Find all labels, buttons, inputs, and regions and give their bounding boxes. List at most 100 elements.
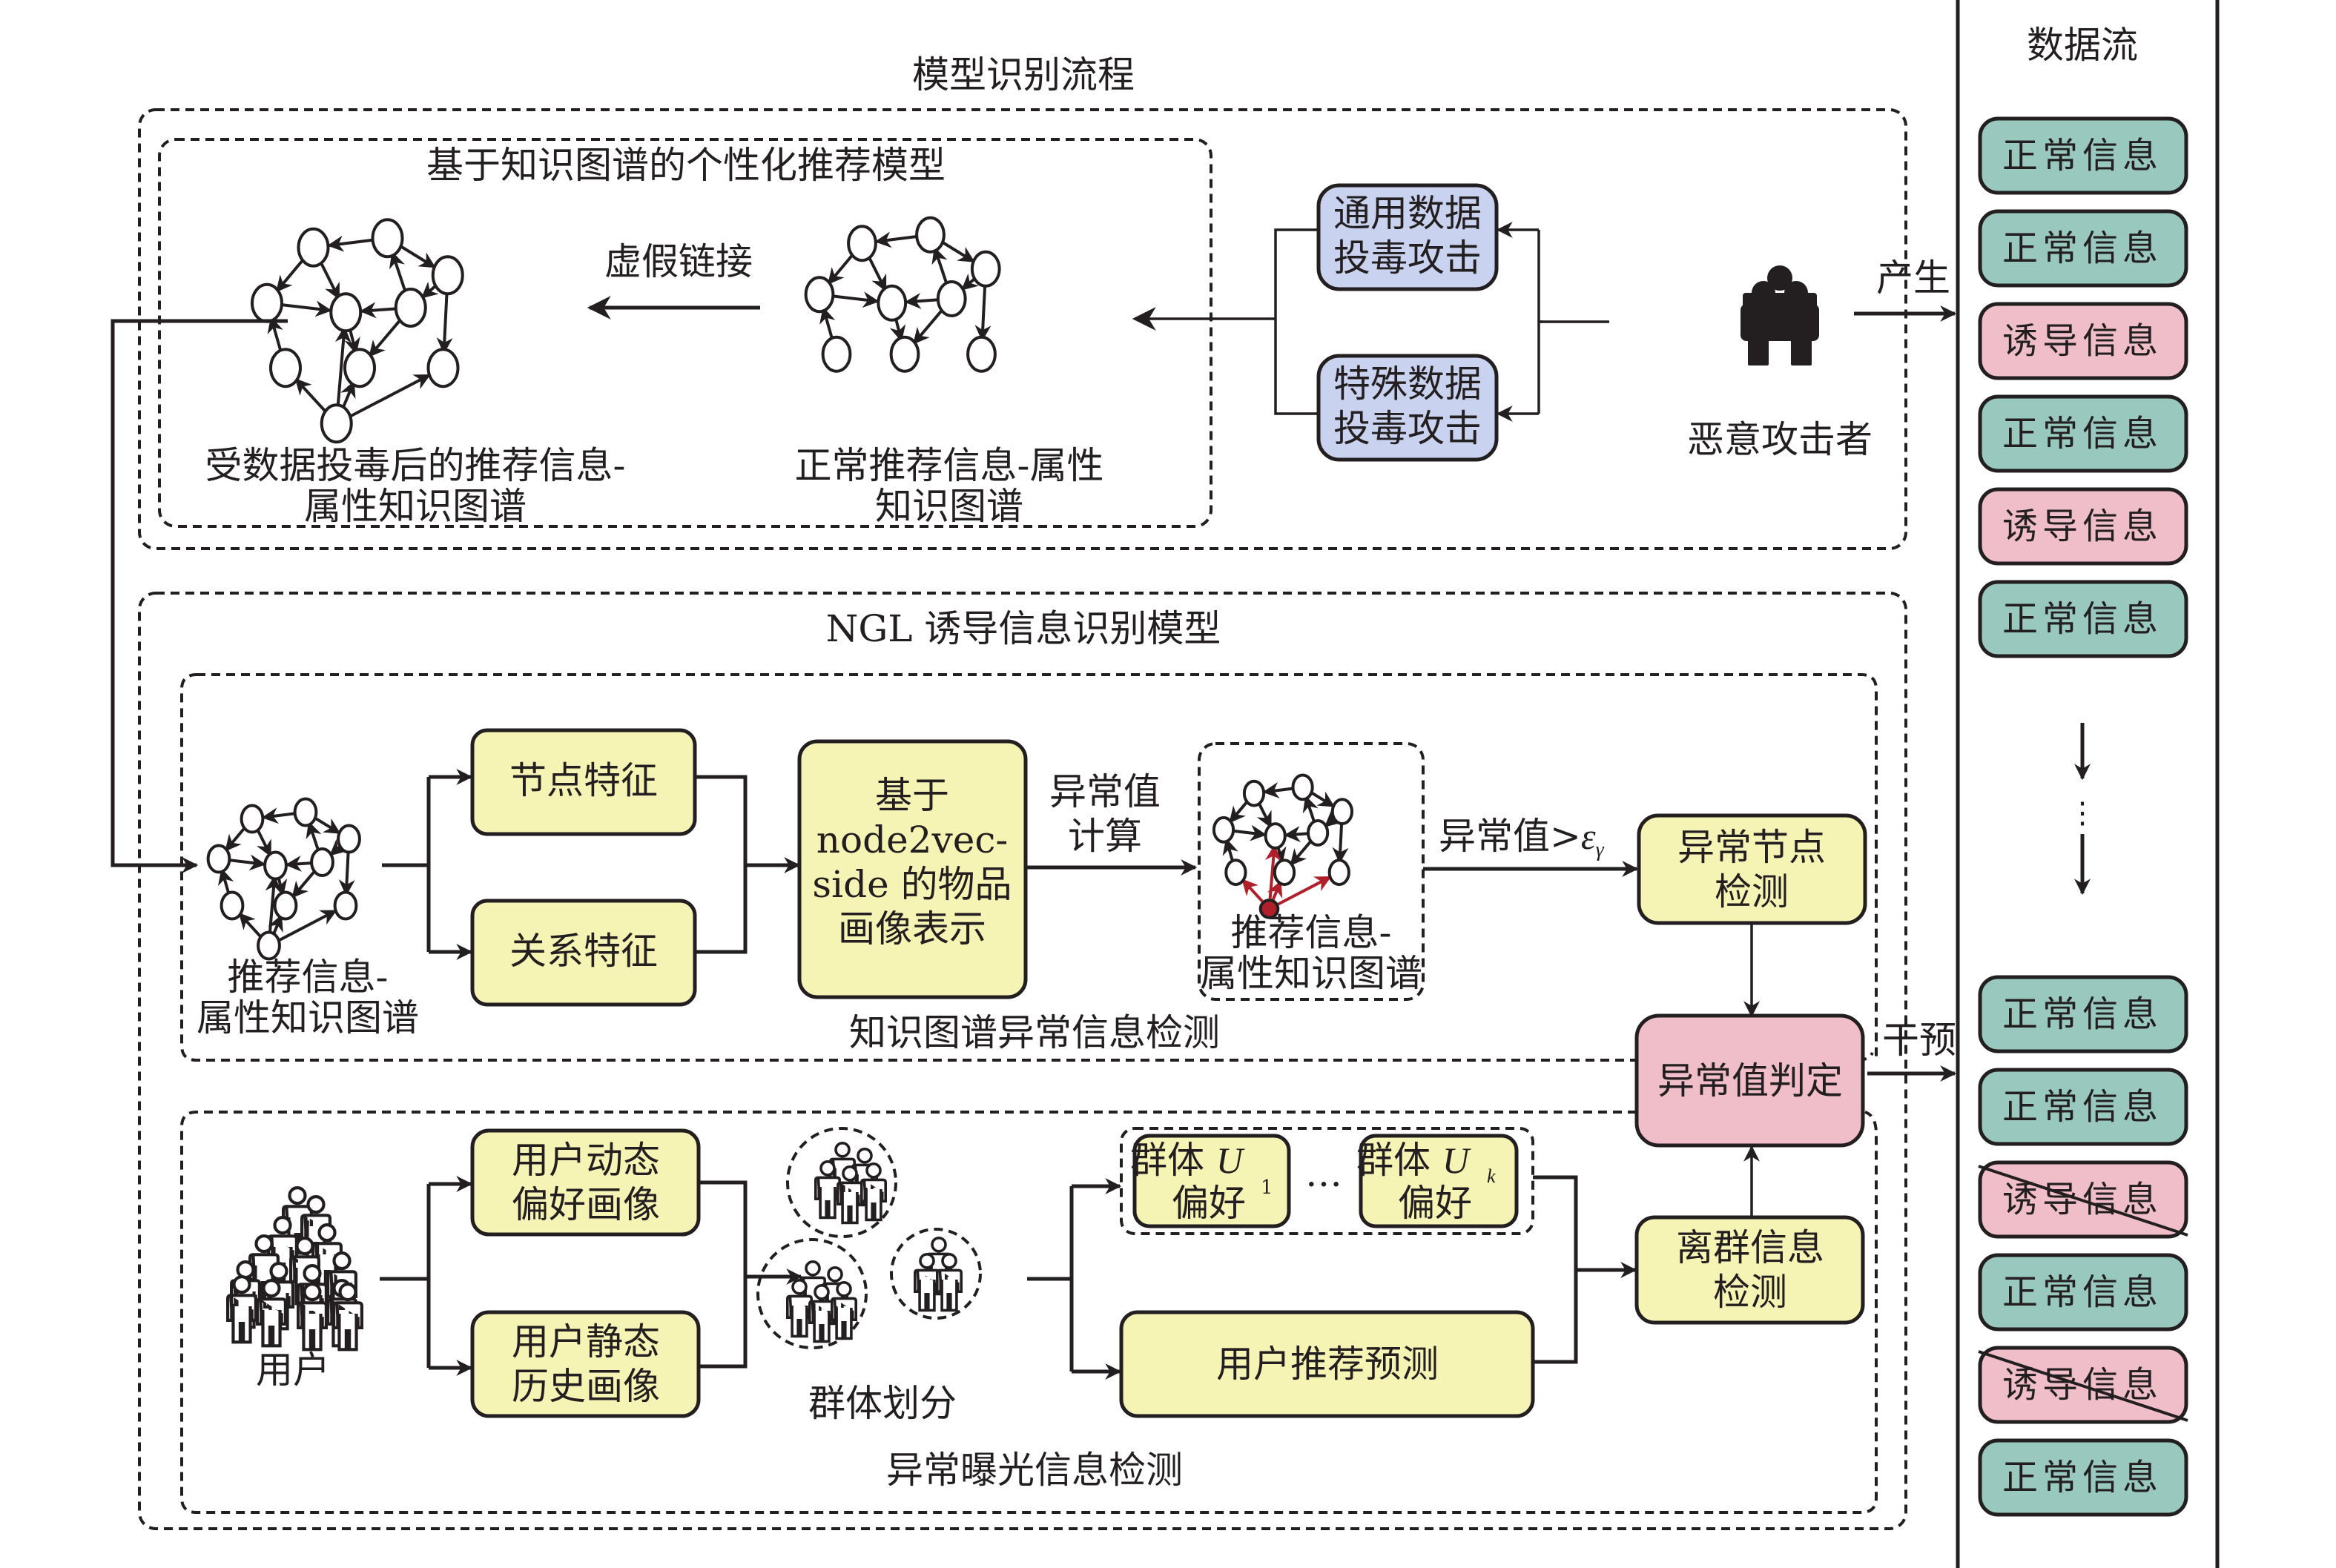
anomaly-node-detect-line2: 检测 xyxy=(1715,870,1789,913)
graph-edge xyxy=(306,821,322,853)
graph-edge xyxy=(912,308,944,345)
outlier-detect-line2: 检测 xyxy=(1713,1271,1787,1314)
graph-edge xyxy=(275,258,305,293)
graph-edge xyxy=(1290,839,1313,866)
graph-node xyxy=(297,227,330,268)
graph-edge xyxy=(277,909,337,942)
graph-node xyxy=(431,255,464,296)
group-u1-line2: 偏好 xyxy=(1172,1182,1246,1225)
graph-edge xyxy=(329,838,348,856)
graph-edge xyxy=(420,281,439,299)
graph-edge xyxy=(349,374,431,418)
model-flow-title: 模型识别流程 xyxy=(912,53,1135,96)
graph-node xyxy=(329,292,363,333)
graph-edge xyxy=(904,292,938,309)
induced-info-pill xyxy=(1978,302,2188,380)
poisoned-graph-label-line2: 属性知识图谱 xyxy=(304,485,527,528)
group-ellipsis: … xyxy=(1305,1152,1342,1195)
person-icon xyxy=(860,1162,887,1222)
graph-node xyxy=(970,250,1001,288)
anomaly-calc-line1: 异常值 xyxy=(1049,770,1161,813)
graph-edge xyxy=(833,291,880,308)
graph-node xyxy=(889,335,920,373)
graph-edge xyxy=(874,231,917,248)
graph-edge xyxy=(400,245,436,268)
graph-edge xyxy=(340,380,356,410)
profile-merge-line xyxy=(699,1180,748,1369)
node-feature-box xyxy=(470,728,697,836)
person-icon xyxy=(936,1253,963,1312)
normal-info-pill xyxy=(1978,1253,2188,1332)
info-pill-label: 正常信息 xyxy=(2002,228,2162,269)
person-icon xyxy=(831,1281,857,1340)
graph-edge xyxy=(1262,782,1293,798)
input-graph-label-line2: 属性知识图谱 xyxy=(197,996,419,1039)
stream-continuation: ⋮ xyxy=(2068,796,2097,830)
normal-graph-label-line2: 知识图谱 xyxy=(875,485,1023,528)
graph-edge xyxy=(436,291,453,354)
graph-edge xyxy=(1324,810,1342,827)
group-uk-preference-box xyxy=(1359,1134,1519,1228)
exposure-anomaly-section-title: 异常曝光信息检测 xyxy=(886,1449,1183,1492)
user-rec-predict-box xyxy=(1119,1310,1535,1418)
recognition-flow-box xyxy=(138,108,1907,550)
graph-node xyxy=(269,348,302,388)
kg-recommend-model-title: 基于知识图谱的个性化推荐模型 xyxy=(426,144,946,187)
strikethrough-mark xyxy=(1978,1350,2188,1422)
graph-node xyxy=(337,824,361,854)
graph-node xyxy=(1273,859,1296,887)
graph-edge xyxy=(261,807,295,824)
graph-node xyxy=(1264,822,1287,850)
group-partition-label: 群体划分 xyxy=(808,1382,957,1425)
exposure-anomaly-section-box xyxy=(180,1111,1878,1514)
graph-edge xyxy=(294,378,328,414)
static-profile-line2: 历史画像 xyxy=(512,1365,660,1408)
info-pill-label: 正常信息 xyxy=(2002,413,2162,454)
info-pill-label: 正常信息 xyxy=(2002,1271,2162,1313)
anomaly-calc-line2: 计算 xyxy=(1068,815,1142,858)
outlier-detect-box xyxy=(1634,1215,1865,1325)
graph-edge xyxy=(941,241,975,263)
normal-graph-label-line1: 正常推荐信息-属性 xyxy=(795,444,1104,487)
embedding-line4: 画像表示 xyxy=(838,907,986,950)
graph-node xyxy=(320,403,353,444)
graph-edge xyxy=(268,914,283,936)
attack-bracket-left xyxy=(1274,228,1319,415)
info-pill-label: 诱导信息 xyxy=(2002,320,2162,362)
graph-edge xyxy=(1229,800,1249,824)
generate-label: 产生 xyxy=(1876,257,1950,300)
info-pill-label: 正常信息 xyxy=(2002,993,2162,1035)
normal-info-pill xyxy=(1978,209,2188,288)
group-u1-preference-box xyxy=(1132,1134,1291,1228)
relation-feature-label: 关系特征 xyxy=(509,930,658,973)
group-preferences-box xyxy=(1120,1127,1534,1235)
graph-node xyxy=(394,288,427,328)
graph-edge xyxy=(267,316,283,354)
anomalous-node xyxy=(1258,899,1280,919)
feature-merge-line xyxy=(695,775,748,954)
anomaly-graph-box xyxy=(1198,742,1425,1001)
malicious-attacker-icon xyxy=(1741,265,1819,365)
graph-edge xyxy=(1310,791,1336,808)
static-profile-line1: 用户静态 xyxy=(512,1320,660,1363)
graph-node xyxy=(273,890,298,921)
graph-node xyxy=(333,890,358,921)
normal-knowledge-graph xyxy=(804,216,1001,373)
group-cluster-circle xyxy=(890,1228,982,1320)
graph-node xyxy=(310,847,334,877)
graph-edge xyxy=(334,325,352,408)
anomaly-judge-label: 异常值判定 xyxy=(1657,1059,1843,1102)
graph-edge xyxy=(338,850,355,896)
graph-edge xyxy=(282,300,332,317)
graph-node xyxy=(966,335,997,373)
threshold-label: 异常值>εγ xyxy=(1439,815,1605,861)
graph-edge xyxy=(238,913,263,939)
graph-node xyxy=(1224,859,1247,887)
normal-info-pill xyxy=(1978,116,2188,195)
graph-edge xyxy=(1302,795,1319,824)
graph-node xyxy=(343,348,376,388)
group-cluster-circle xyxy=(756,1238,868,1349)
graph-node xyxy=(877,284,908,322)
